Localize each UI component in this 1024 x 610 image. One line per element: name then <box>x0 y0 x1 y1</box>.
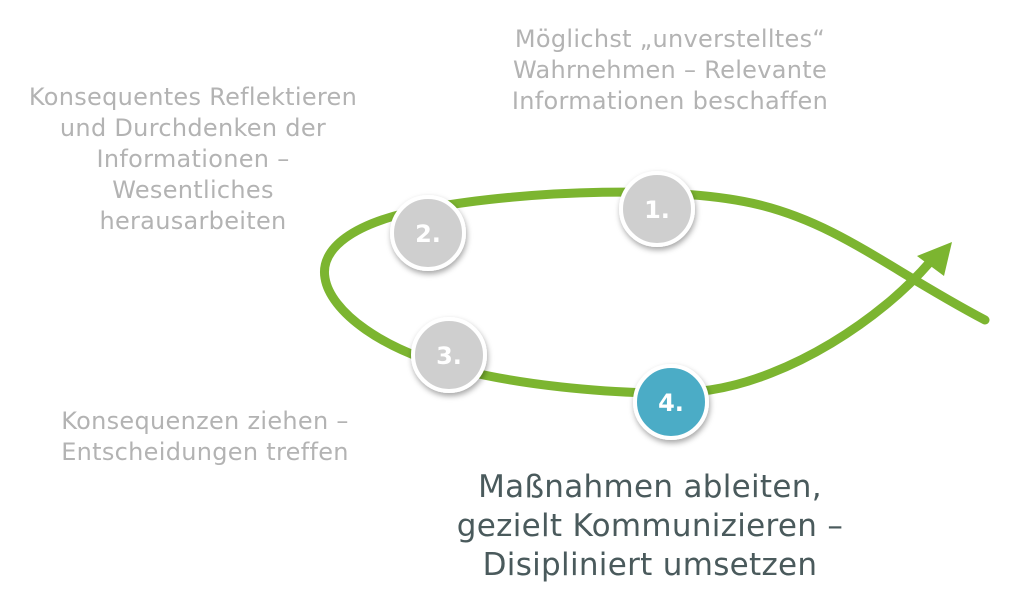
step-3-node: 3. <box>411 317 487 393</box>
step-1-label: Möglichst „unverstelltes“ Wahrnehmen – R… <box>511 25 829 115</box>
step-2-label: Konsequentes Reflektieren und Durchdenke… <box>28 83 358 235</box>
cycle-loop-path <box>319 187 990 398</box>
step-4-number: 4. <box>658 389 684 417</box>
step-2-number: 2. <box>415 220 441 248</box>
step-4-node: 4. <box>633 364 709 440</box>
step-3-label: Konsequenzen ziehen – Entscheidungen tre… <box>61 407 349 466</box>
step-1-node: 1. <box>619 171 695 247</box>
step-2-node: 2. <box>390 195 466 271</box>
step-4-label: Maßnahmen ableiten, gezielt Kommuniziere… <box>456 469 844 583</box>
step-1-number: 1. <box>644 196 670 224</box>
cycle-arrowhead <box>917 242 952 276</box>
step-3-number: 3. <box>436 342 462 370</box>
